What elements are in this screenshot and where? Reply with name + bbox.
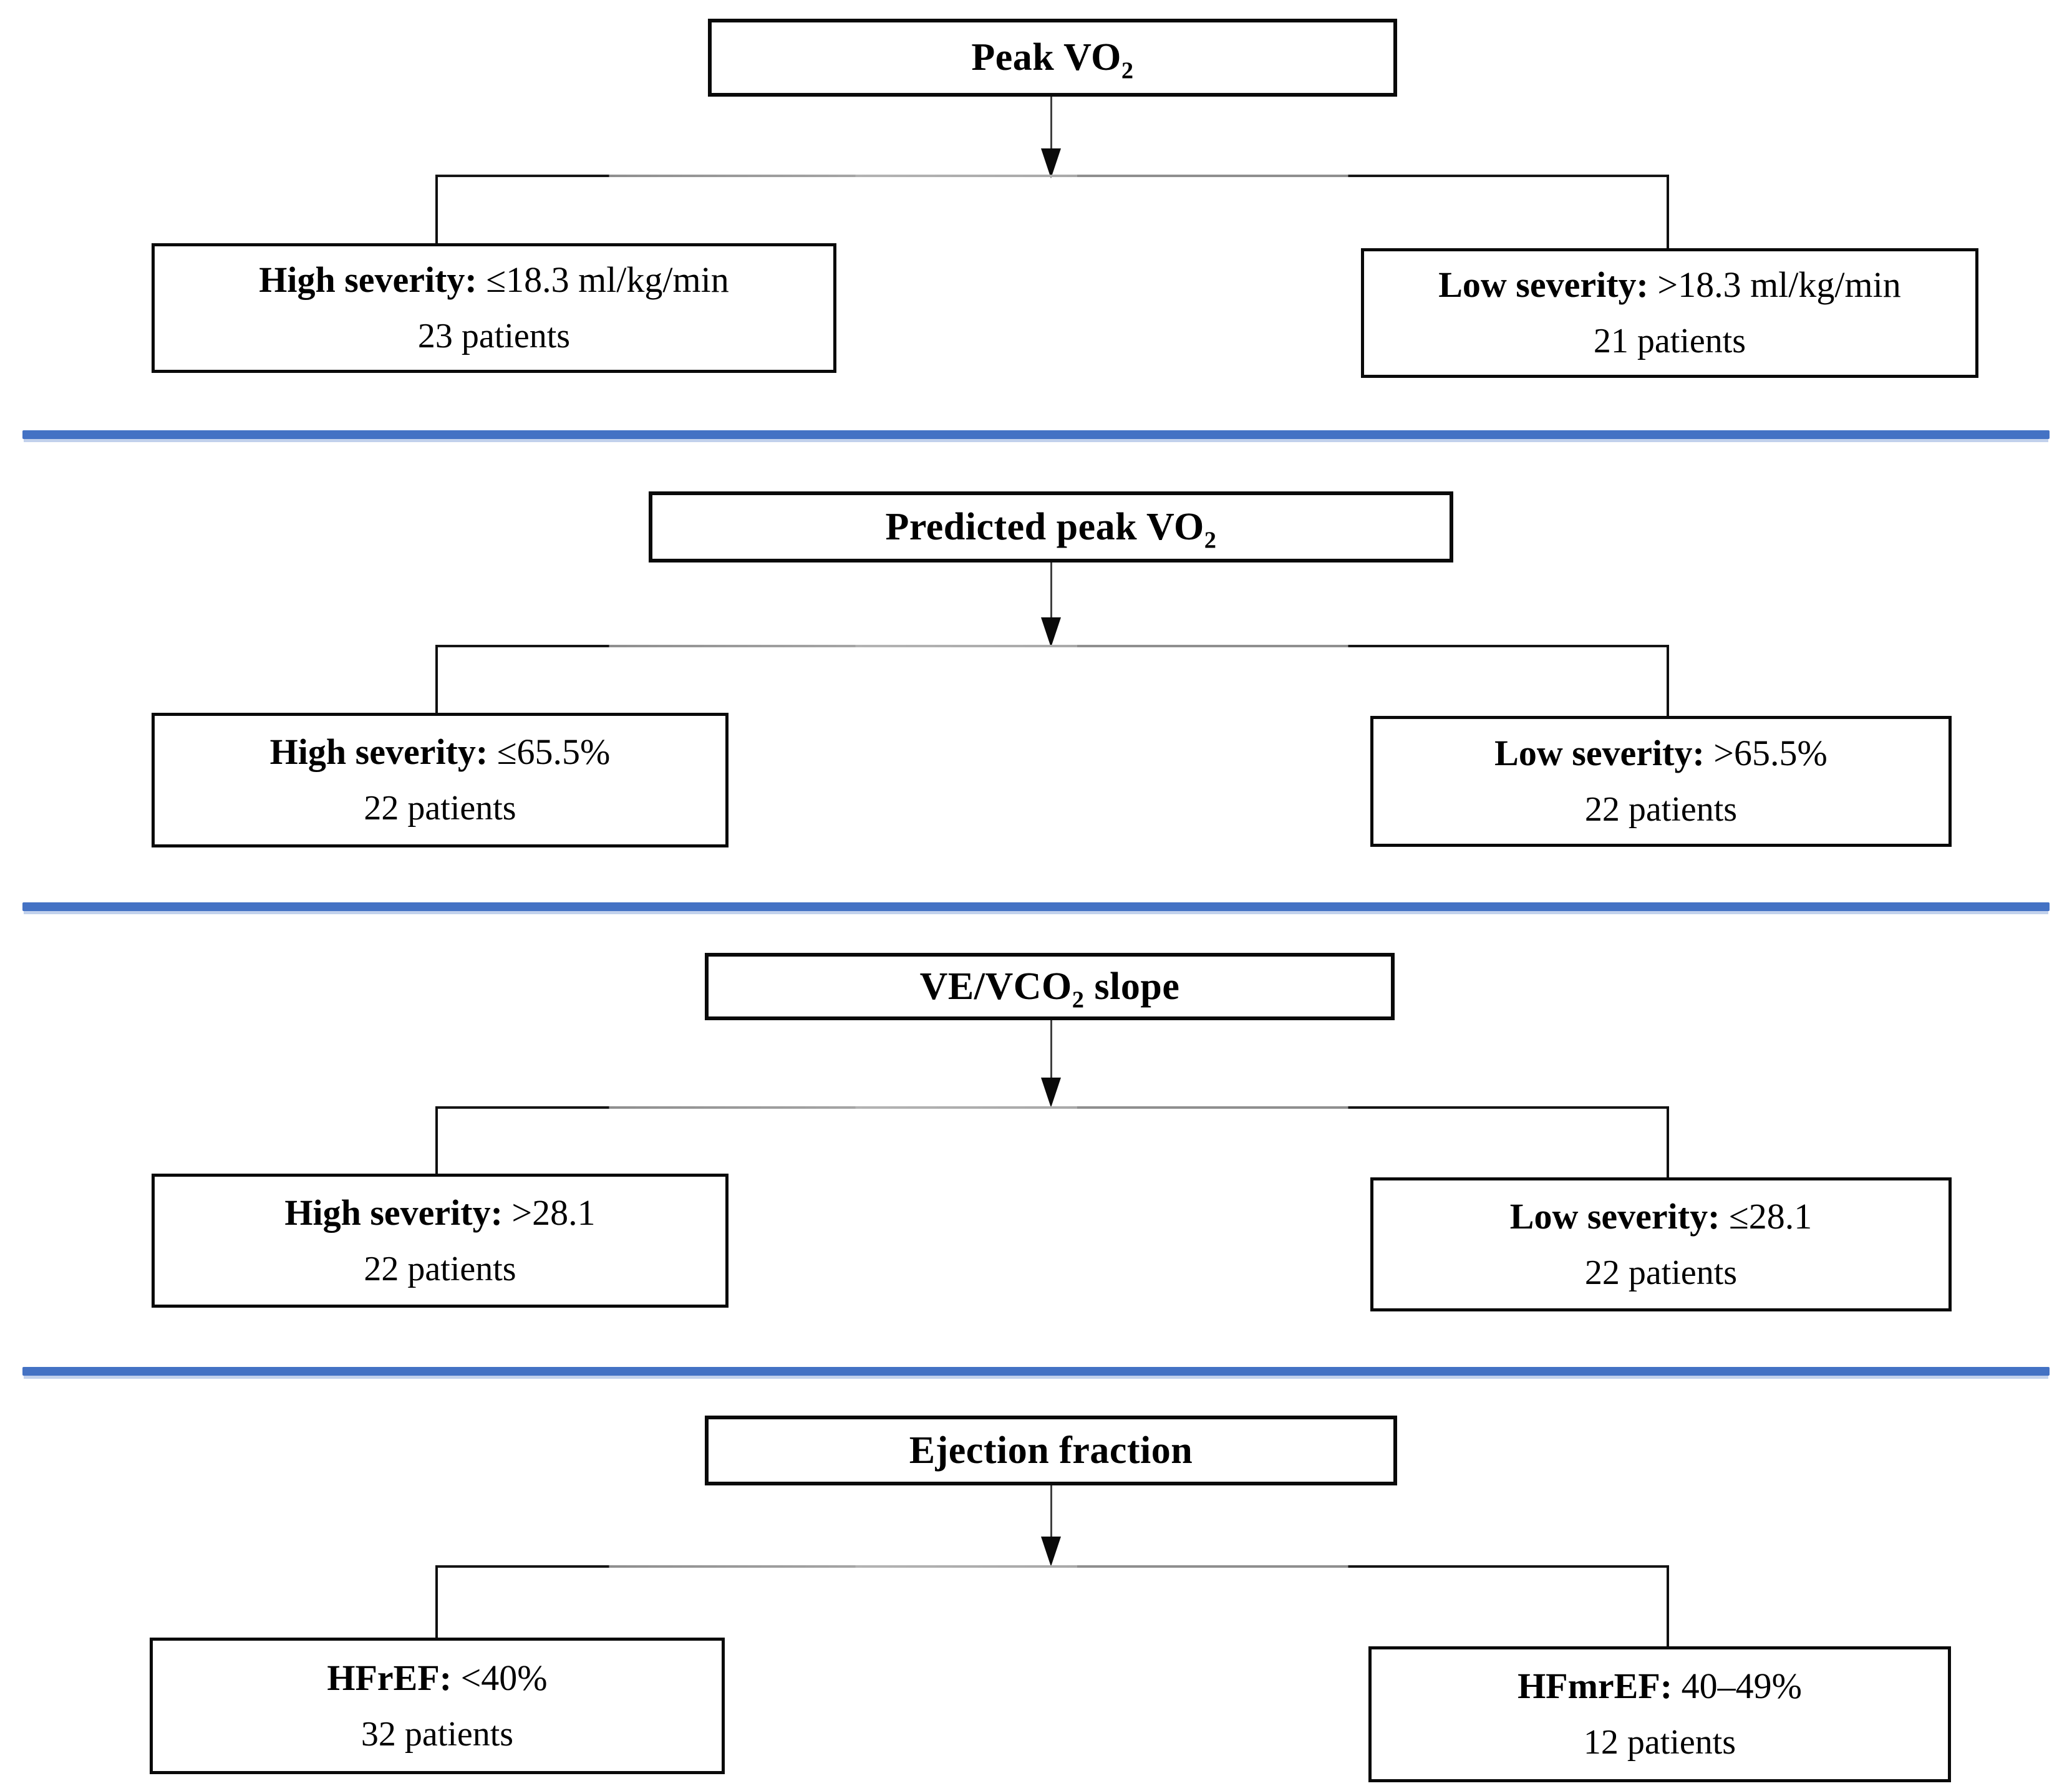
section-divider [22, 902, 2050, 911]
severity-label: Low severity: [1438, 264, 1648, 306]
severity-label: Low severity: [1494, 733, 1705, 774]
criterion-line: High severity: ≤65.5% [270, 732, 611, 772]
severity-value: >18.3 ml/kg/min [1657, 264, 1901, 306]
patient-count: 32 patients [361, 1714, 514, 1754]
title-subscript: 2 [1204, 526, 1217, 553]
severity-label: Low severity: [1509, 1195, 1720, 1237]
ejection-fraction-title-box: Ejection fraction [705, 1416, 1397, 1485]
peak-vo2-high-severity-box: High severity: ≤18.3 ml/kg/min 23 patien… [152, 243, 836, 373]
severity-value: >65.5% [1713, 733, 1828, 774]
title-subscript: 2 [1072, 986, 1085, 1013]
predicted-peak-vo2-title-box: Predicted peak VO2 [649, 491, 1453, 562]
ve-vco2-slope-title: VE/VCO2 slope [919, 965, 1180, 1012]
ve-vco2-slope-title-box: VE/VCO2 slope [705, 953, 1395, 1020]
severity-value: ≤65.5% [496, 731, 611, 773]
title-text: Peak VO [971, 36, 1121, 79]
peak-vo2-low-severity-box: Low severity: >18.3 ml/kg/min 21 patient… [1361, 248, 1978, 378]
peak-vo2-left-branch-stub [435, 175, 438, 243]
severity-value: >28.1 [511, 1192, 596, 1233]
criterion-line: Low severity: ≤28.1 [1509, 1195, 1813, 1237]
peak-vo2-arrowhead-icon [1041, 148, 1061, 178]
title-subscript: 2 [1121, 57, 1134, 84]
ve-vco2-slope-arrow-stem [1050, 1020, 1052, 1079]
hfmref-box: HFmrEF: 40–49% 12 patients [1368, 1646, 1951, 1782]
hfref-box: HFrEF: <40% 32 patients [150, 1638, 725, 1774]
title-text: Ejection fraction [909, 1429, 1193, 1472]
patient-count: 22 patients [364, 789, 516, 828]
predicted-peak-vo2-branch-line [437, 645, 1668, 647]
patient-count: 22 patients [1584, 1253, 1738, 1292]
predicted-peak-vo2-low-severity-box: Low severity: >65.5% 22 patients [1370, 716, 1952, 847]
ejection-fraction-right-branch-stub [1667, 1565, 1669, 1646]
criterion-line: HFmrEF: 40–49% [1518, 1666, 1802, 1706]
ve-vco2-slope-left-branch-stub [435, 1106, 438, 1174]
ve-vco2-slope-low-severity-box: Low severity: ≤28.1 22 patients [1370, 1177, 1952, 1311]
ejection-fraction-title: Ejection fraction [909, 1429, 1193, 1473]
criterion-line: High severity: >28.1 [284, 1192, 596, 1233]
patient-count: 22 patients [364, 1249, 516, 1288]
predicted-peak-vo2-arrowhead-icon [1041, 617, 1061, 647]
ve-vco2-slope-right-branch-stub [1667, 1106, 1669, 1177]
ejection-fraction-branch-line [437, 1565, 1668, 1568]
ejection-fraction-arrow-stem [1050, 1485, 1052, 1538]
peak-vo2-title: Peak VO2 [971, 36, 1133, 83]
group-value: <40% [460, 1657, 548, 1698]
peak-vo2-right-branch-stub [1667, 175, 1669, 248]
predicted-peak-vo2-right-branch-stub [1667, 645, 1669, 716]
predicted-peak-vo2-arrow-stem [1050, 562, 1052, 619]
peak-vo2-title-box: Peak VO2 [708, 19, 1397, 97]
patient-count: 21 patients [1593, 322, 1746, 361]
criterion-line: High severity: ≤18.3 ml/kg/min [259, 260, 729, 300]
ejection-fraction-arrowhead-icon [1041, 1537, 1061, 1566]
title-text: VE/VCO [919, 965, 1072, 1008]
title-text: Predicted peak VO [885, 505, 1204, 548]
severity-label: High severity: [269, 731, 488, 773]
severity-value: ≤18.3 ml/kg/min [486, 259, 729, 301]
severity-label: High severity: [259, 259, 477, 301]
predicted-peak-vo2-left-branch-stub [435, 645, 438, 713]
group-label: HFrEF: [327, 1657, 452, 1698]
patient-count: 23 patients [417, 317, 571, 356]
ve-vco2-slope-arrowhead-icon [1041, 1078, 1061, 1108]
section-divider [22, 430, 2050, 439]
predicted-peak-vo2-title: Predicted peak VO2 [885, 505, 1217, 553]
title-text-post: slope [1084, 965, 1180, 1008]
predicted-peak-vo2-high-severity-box: High severity: ≤65.5% 22 patients [152, 713, 729, 847]
peak-vo2-arrow-stem [1050, 97, 1052, 150]
criterion-line: Low severity: >65.5% [1494, 733, 1828, 773]
patient-count: 22 patients [1584, 790, 1738, 829]
peak-vo2-branch-line [437, 175, 1668, 177]
severity-value: ≤28.1 [1728, 1195, 1813, 1237]
ve-vco2-slope-high-severity-box: High severity: >28.1 22 patients [152, 1174, 729, 1308]
criterion-line: HFrEF: <40% [327, 1658, 547, 1698]
patient-count: 12 patients [1583, 1723, 1736, 1762]
ve-vco2-slope-branch-line [437, 1106, 1668, 1109]
section-divider [22, 1367, 2050, 1376]
group-value: 40–49% [1681, 1666, 1802, 1707]
ejection-fraction-left-branch-stub [435, 1565, 438, 1638]
group-label: HFmrEF: [1518, 1666, 1673, 1707]
severity-label: High severity: [284, 1192, 503, 1233]
criterion-line: Low severity: >18.3 ml/kg/min [1438, 265, 1901, 305]
